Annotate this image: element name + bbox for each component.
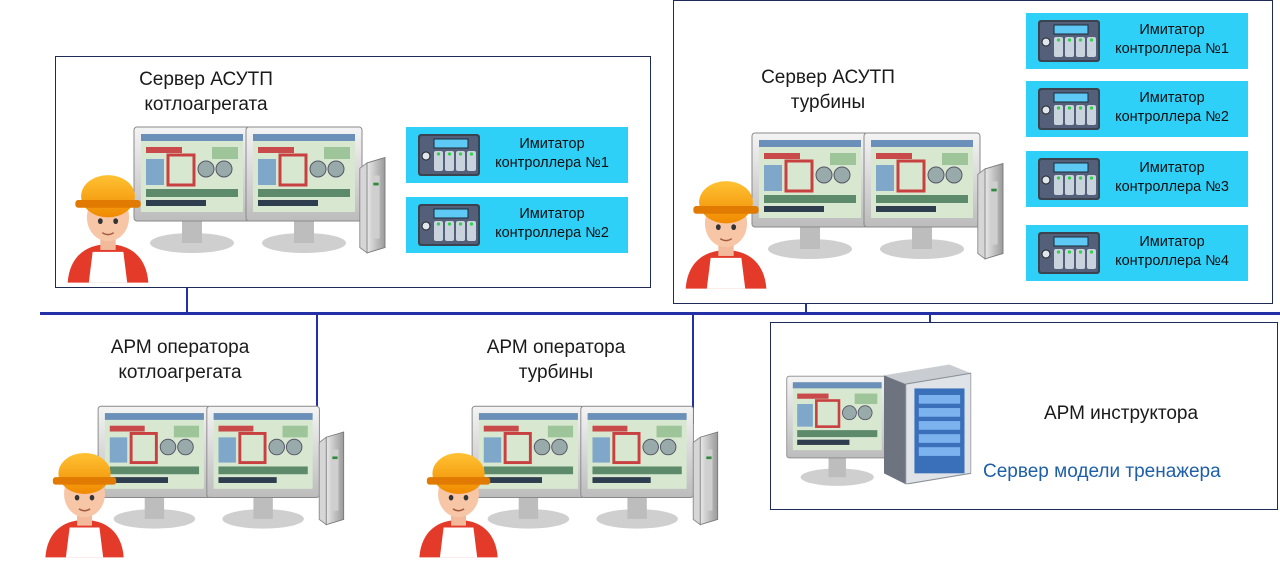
network-bus xyxy=(40,312,1280,315)
boiler-server-title-line1: Сервер АСУТП xyxy=(139,69,273,90)
turbine-operator-title: АРМ оператора турбины xyxy=(466,335,646,385)
turbine-server-title: Сервер АСУТП турбины xyxy=(738,65,918,115)
boiler-server-workstation xyxy=(66,125,386,284)
boiler-operator-workstation[interactable] xyxy=(36,400,366,564)
simulator-label-line1: Имитатор xyxy=(1139,234,1205,250)
turbine-server-workstation xyxy=(684,131,1004,290)
boiler-operator-title-line2: котлоагрегата xyxy=(118,362,242,383)
boiler-simulator-1[interactable]: Имитатор контроллера №1 xyxy=(406,127,628,183)
turbine-operator-workstation[interactable] xyxy=(410,400,740,564)
turbine-simulator-3[interactable]: Имитатор контроллера №3 xyxy=(1026,151,1248,207)
turbine-simulator-2[interactable]: Имитатор контроллера №2 xyxy=(1026,81,1248,137)
turbine-server-title-line2: турбины xyxy=(790,92,866,113)
controller-icon xyxy=(1038,88,1100,130)
boiler-server-frame: Сервер АСУТП котлоагрегата Имитатор конт… xyxy=(55,56,651,288)
boiler-operator-title-line1: АРМ оператора xyxy=(110,337,250,358)
controller-icon xyxy=(418,204,480,246)
link-boiler-server xyxy=(186,286,188,314)
turbine-server-title-line1: Сервер АСУТП xyxy=(761,67,895,88)
turbine-operator-title-line1: АРМ оператора xyxy=(486,337,626,358)
model-server-label: Сервер модели тренажера xyxy=(983,461,1221,482)
turbine-simulator-4[interactable]: Имитатор контроллера №4 xyxy=(1026,225,1248,281)
simulator-label-line2: контроллера №1 xyxy=(495,155,609,171)
instructor-workstation[interactable] xyxy=(785,361,975,501)
boiler-simulator-2[interactable]: Имитатор контроллера №2 xyxy=(406,197,628,253)
link-turbine-operator xyxy=(692,314,694,424)
simulator-label-line2: контроллера №1 xyxy=(1115,41,1229,57)
turbine-operator-title-line2: турбины xyxy=(518,362,594,383)
simulator-label-line2: контроллера №2 xyxy=(495,225,609,241)
simulator-label-line2: контроллера №4 xyxy=(1115,253,1229,269)
turbine-simulator-1[interactable]: Имитатор контроллера №1 xyxy=(1026,13,1248,69)
boiler-server-title: Сервер АСУТП котлоагрегата xyxy=(116,67,296,117)
controller-icon xyxy=(418,134,480,176)
simulator-label-line1: Имитатор xyxy=(1139,160,1205,176)
instructor-frame: АРМ инструктора Сервер модели тренажера xyxy=(770,322,1278,510)
simulator-label-line1: Имитатор xyxy=(1139,22,1205,38)
link-boiler-operator xyxy=(316,314,318,420)
instructor-title: АРМ инструктора xyxy=(1043,403,1199,424)
simulator-label-line2: контроллера №2 xyxy=(1115,109,1229,125)
simulator-label-line2: контроллера №3 xyxy=(1115,179,1229,195)
simulator-label-line1: Имитатор xyxy=(519,206,585,222)
simulator-label-line1: Имитатор xyxy=(1139,90,1205,106)
boiler-server-title-line2: котлоагрегата xyxy=(144,94,268,115)
controller-icon xyxy=(1038,20,1100,62)
simulator-label-line1: Имитатор xyxy=(519,136,585,152)
controller-icon xyxy=(1038,232,1100,274)
boiler-operator-title: АРМ оператора котлоагрегата xyxy=(90,335,270,385)
turbine-server-frame: Сервер АСУТП турбины Имитатор контроллер… xyxy=(673,0,1273,304)
controller-icon xyxy=(1038,158,1100,200)
